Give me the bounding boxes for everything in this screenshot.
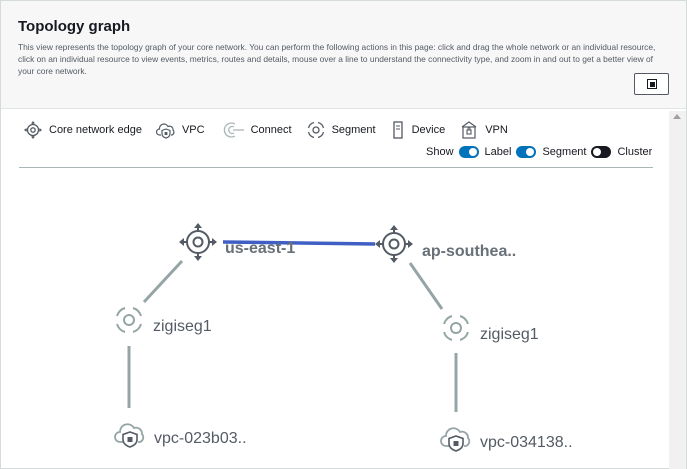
toggle-segment-switch[interactable] bbox=[516, 146, 537, 158]
toggle-label: Show bbox=[426, 146, 454, 158]
panel-header: Topology graph This view represents the … bbox=[1, 1, 686, 109]
legend-label: Connect bbox=[250, 124, 292, 136]
legend-divider bbox=[19, 167, 653, 168]
legend-label: Segment bbox=[331, 124, 376, 136]
toggle-label[interactable]: Label bbox=[485, 146, 537, 158]
toggle-show-label[interactable]: Show bbox=[426, 146, 479, 158]
vpc-icon bbox=[114, 423, 145, 448]
legend-label: Device bbox=[411, 124, 446, 136]
node-label-segment-right: zigiseg1 bbox=[480, 326, 539, 343]
page-description: This view represents the topology graph … bbox=[18, 42, 656, 76]
legend-item-device: Device bbox=[390, 120, 446, 140]
legend-item-vpn: VPN bbox=[459, 120, 508, 140]
legend-label: VPN bbox=[485, 124, 508, 136]
segment-icon bbox=[307, 121, 324, 139]
node-vpc-right[interactable] bbox=[440, 427, 471, 452]
legend-item-connect: Connect bbox=[219, 121, 292, 139]
core-network-edge-icon bbox=[179, 223, 217, 261]
node-segment-right[interactable] bbox=[443, 315, 469, 341]
legend-item-vpc: VPC bbox=[155, 121, 205, 139]
node-label-vpc-left: vpc-023b03.. bbox=[154, 430, 247, 447]
segment-link-left-top[interactable] bbox=[142, 259, 184, 304]
topology-graph-svg bbox=[114, 223, 471, 452]
segment-icon bbox=[116, 307, 142, 333]
vpc-icon bbox=[440, 427, 471, 452]
node-vpc-left[interactable] bbox=[114, 423, 145, 448]
toggle-cluster-switch[interactable] bbox=[591, 146, 612, 158]
legend-label: Core network edge bbox=[49, 124, 142, 136]
node-core-network-edge-us-east[interactable] bbox=[179, 223, 217, 261]
vpc-icon bbox=[155, 123, 175, 139]
legend-item-core-network-edge: Core network edge bbox=[23, 120, 142, 140]
core-network-edge-icon bbox=[375, 225, 413, 263]
legend-label: VPC bbox=[181, 124, 205, 136]
node-label-segment-left: zigiseg1 bbox=[153, 318, 212, 335]
topology-graph-canvas[interactable]: us-east-1 ap-southea.. zigiseg1 zigiseg1… bbox=[1, 168, 669, 469]
node-segment-left[interactable] bbox=[116, 307, 142, 333]
node-label-vpc-right: vpc-034138.. bbox=[480, 434, 573, 451]
graph-display-toggles: Show Label Segment Cluster bbox=[426, 144, 663, 160]
fullscreen-button[interactable] bbox=[634, 73, 669, 95]
toggle-label: Segment bbox=[542, 146, 587, 158]
vpn-icon bbox=[461, 121, 477, 139]
vertical-scrollbar[interactable] bbox=[669, 111, 686, 469]
fullscreen-icon bbox=[647, 79, 657, 89]
page-title: Topology graph bbox=[18, 18, 131, 35]
segment-icon bbox=[443, 315, 469, 341]
node-core-network-edge-ap-southeast[interactable] bbox=[375, 225, 413, 263]
edge-link-us-east-ap-southeast[interactable] bbox=[222, 240, 376, 246]
device-icon bbox=[392, 121, 403, 139]
legend-item-segment: Segment bbox=[306, 120, 376, 140]
core-network-edge-icon bbox=[24, 121, 42, 139]
graph-legend: Core network edge VPC Connect bbox=[23, 120, 522, 140]
node-label-ap-southeast: ap-southea.. bbox=[422, 243, 517, 260]
scroll-up-arrow-icon[interactable] bbox=[673, 114, 681, 119]
toggle-label: Label bbox=[484, 146, 512, 158]
toggle-show-label-switch[interactable] bbox=[458, 146, 479, 158]
toggle-cluster[interactable]: Cluster bbox=[617, 146, 657, 158]
segment-link-right-top[interactable] bbox=[408, 262, 444, 310]
toggle-label: Cluster bbox=[617, 146, 653, 158]
connect-icon bbox=[223, 122, 244, 138]
toggle-segment[interactable]: Segment bbox=[542, 146, 612, 158]
node-label-us-east: us-east-1 bbox=[225, 240, 296, 257]
